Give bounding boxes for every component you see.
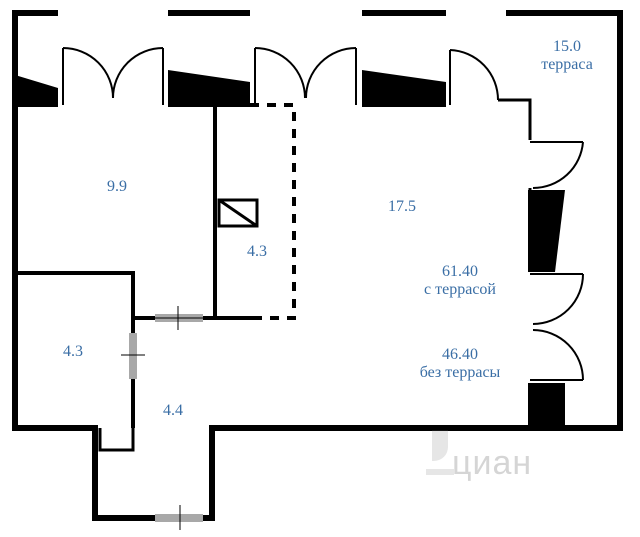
room-mid-area: 4.3	[247, 243, 267, 260]
door-marker	[150, 306, 208, 330]
dashed-boundary	[250, 103, 296, 320]
hall-area: 4.4	[163, 402, 183, 419]
total-without-terrace-label: без террасы	[419, 364, 501, 381]
total-without-terrace: 46.40 без террасы	[400, 346, 520, 382]
door-right-side	[530, 141, 584, 381]
terrace-name: терраса	[541, 56, 593, 73]
wall-pillar	[528, 383, 565, 428]
total-with-terrace: 61.40 с террасой	[400, 263, 520, 299]
total-with-terrace-value: 61.40	[442, 263, 478, 280]
door-right	[449, 49, 500, 105]
door-left	[62, 47, 164, 105]
door-middle	[254, 47, 357, 105]
room-main-area: 17.5	[388, 198, 416, 215]
wall-interior	[98, 428, 135, 452]
outer-wall	[12, 10, 623, 521]
room-small-area: 4.3	[63, 343, 83, 360]
vent-shaft	[217, 198, 259, 228]
watermark-text: циан	[452, 444, 533, 482]
wall-pillar	[362, 70, 446, 107]
door-marker	[121, 333, 145, 379]
door-marker	[155, 505, 203, 530]
watermark-logo-icon	[426, 430, 454, 475]
total-with-terrace-label: с террасой	[424, 281, 496, 298]
terrace-label: 15.0 терраса	[522, 38, 612, 74]
wall-pillar	[528, 190, 565, 272]
room-left-area: 9.9	[107, 178, 127, 195]
terrace-area: 15.0	[553, 38, 581, 55]
wall-pillar	[15, 75, 58, 107]
terrace-boundary	[498, 98, 532, 140]
total-without-terrace-value: 46.40	[442, 346, 478, 363]
wall-pillar	[168, 70, 250, 107]
